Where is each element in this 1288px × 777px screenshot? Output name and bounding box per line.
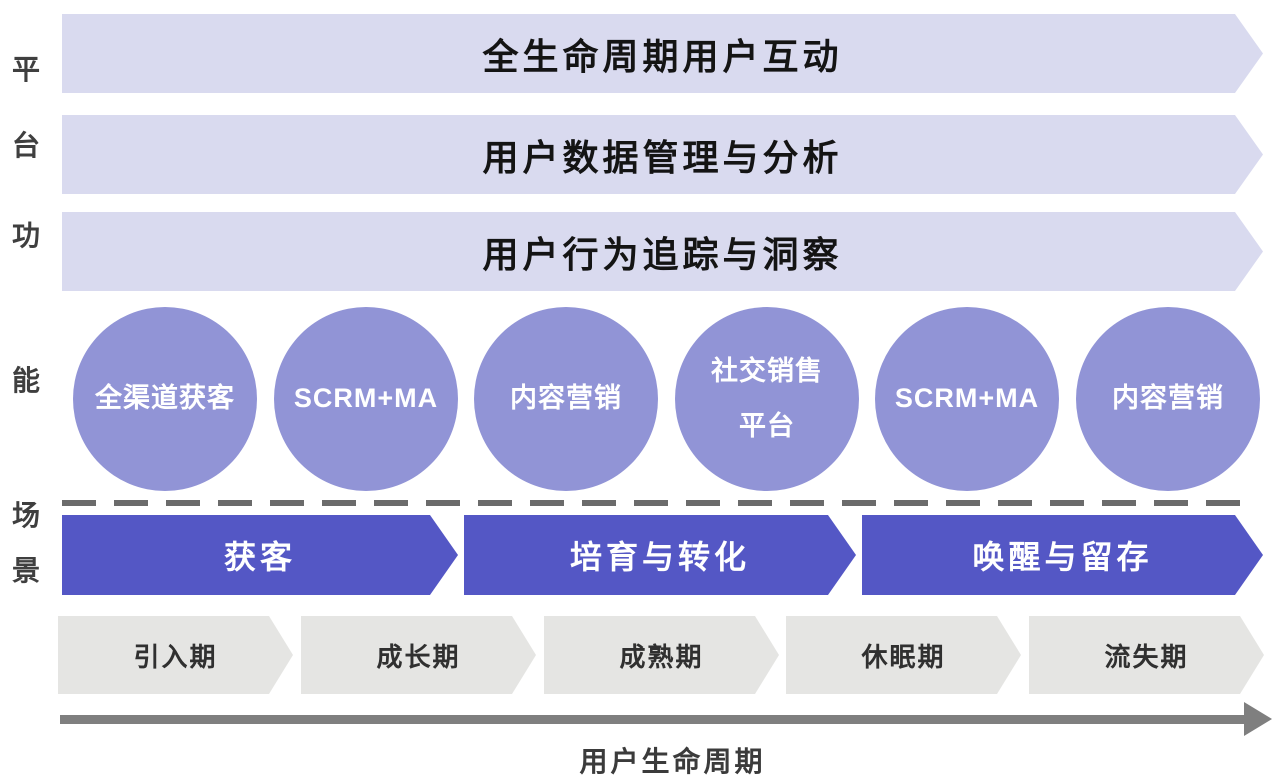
function-band-data-management: 用户数据管理与分析 <box>62 115 1263 194</box>
circle-label-line: SCRM+MA <box>293 383 439 414</box>
rail-label-platform-char-3: 功 <box>11 220 40 251</box>
dashed-divider <box>62 500 1249 506</box>
capability-circle-scrm-ma-2: SCRM+MA <box>875 307 1059 491</box>
capability-circle-scrm-ma-1: SCRM+MA <box>274 307 458 491</box>
scenario-arrow-label: 培育与转化 <box>569 539 750 575</box>
stage-chevron-growth: 成长期 <box>301 616 536 694</box>
function-band-label: 用户行为追踪与洞察 <box>482 233 843 275</box>
stage-label: 流失期 <box>1104 641 1189 672</box>
circle-label-line: SCRM+MA <box>894 383 1040 414</box>
rail-label-platform-char-1: 平 <box>11 54 40 85</box>
rail-label-scene-char-1: 场 <box>11 500 40 531</box>
stage-label: 引入期 <box>133 641 218 672</box>
stage-label: 成长期 <box>376 641 461 672</box>
timeline-arrowhead-icon <box>1244 702 1272 736</box>
rail-label-platform-char-4: 能 <box>11 365 40 396</box>
capability-circle-social-selling-platform: 社交销售 平台 <box>675 307 859 491</box>
circle-label-line: 内容营销 <box>1112 383 1224 414</box>
function-band-label: 用户数据管理与分析 <box>482 136 843 178</box>
scenario-arrow-nurture-conversion: 培育与转化 <box>464 515 856 595</box>
circle-label-line: 社交销售 <box>711 355 823 386</box>
circle-label-line: 全渠道获客 <box>95 383 235 414</box>
capability-circle-omnichannel-acquisition: 全渠道获客 <box>73 307 257 491</box>
stage-chevron-maturity: 成熟期 <box>544 616 779 694</box>
circle-label-line: 平台 <box>739 411 795 441</box>
function-band-behavior-tracking: 用户行为追踪与洞察 <box>62 212 1263 291</box>
rail-label-scene-char-2: 景 <box>11 555 40 586</box>
scenario-arrow-wakeup-retention: 唤醒与留存 <box>862 515 1263 595</box>
rail-label-platform-char-2: 台 <box>11 130 40 161</box>
stage-chevron-introduction: 引入期 <box>58 616 293 694</box>
timeline-axis-line <box>60 715 1246 724</box>
stage-label: 休眠期 <box>861 641 946 672</box>
stage-chevron-dormancy: 休眠期 <box>786 616 1021 694</box>
stage-label: 成熟期 <box>619 641 704 672</box>
timeline-axis-label: 用户生命周期 <box>579 746 766 777</box>
scenario-arrow-label: 获客 <box>223 539 296 575</box>
scenario-arrow-acquisition: 获客 <box>62 515 458 595</box>
function-band-label: 全生命周期用户互动 <box>482 35 843 77</box>
capability-circle-content-marketing-1: 内容营销 <box>474 307 658 491</box>
stage-chevron-churn: 流失期 <box>1029 616 1264 694</box>
circle-label-line: 内容营销 <box>510 383 622 414</box>
scenario-arrow-label: 唤醒与留存 <box>972 539 1153 575</box>
function-band-lifecycle-interaction: 全生命周期用户互动 <box>62 14 1263 93</box>
capability-circle-content-marketing-2: 内容营销 <box>1076 307 1260 491</box>
